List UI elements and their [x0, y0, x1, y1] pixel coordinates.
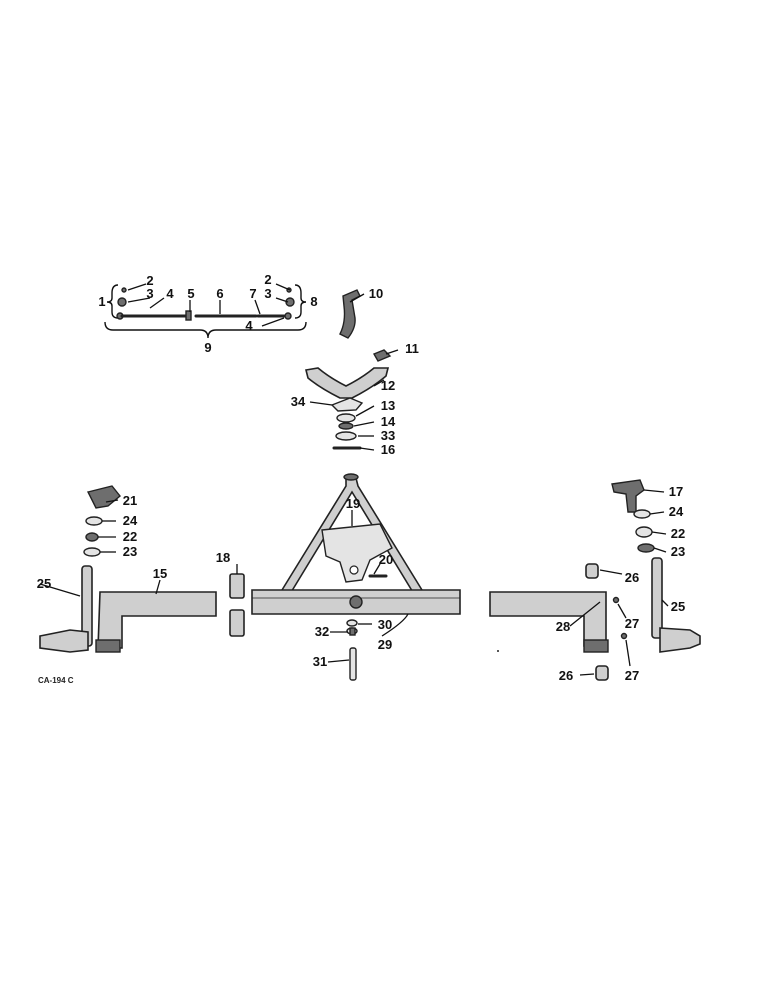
callout-8: 8 [310, 294, 317, 309]
callout-2-left: 2 [146, 273, 153, 288]
callout-22-right: 22 [671, 526, 685, 541]
leader-lines [39, 283, 669, 676]
callout-33: 33 [381, 428, 395, 443]
callout-26-top: 26 [625, 570, 639, 585]
right-spindle-25 [651, 557, 701, 653]
left-spindle-25 [39, 565, 93, 653]
callout-24-right: 24 [669, 504, 684, 519]
bearing-23-right [637, 543, 655, 553]
washer-14 [338, 422, 354, 430]
callout-34: 34 [291, 394, 306, 409]
washer-13 [336, 413, 356, 423]
callout-15: 15 [153, 566, 167, 581]
callout-24-left: 24 [123, 513, 138, 528]
callout-19: 19 [346, 496, 360, 511]
callout-3-left: 3 [146, 286, 153, 301]
center-axle-29 [251, 589, 461, 615]
fitting-27-top [612, 596, 620, 604]
callout-31: 31 [313, 654, 327, 669]
tie-rod-end-left [117, 297, 127, 307]
callout-30: 30 [378, 617, 392, 632]
brace-right [294, 284, 307, 319]
fitting-27-bottom [620, 632, 628, 640]
bushing-18 [229, 573, 245, 637]
callout-6: 6 [216, 286, 223, 301]
bushing-26-bottom [595, 665, 609, 681]
callout-32: 32 [315, 624, 329, 639]
figure-code: CA-194 C [38, 676, 74, 685]
callout-13: 13 [381, 398, 395, 413]
seal-24-right [633, 509, 651, 519]
callout-14: 14 [381, 414, 396, 429]
bearing-23-left [83, 547, 101, 557]
callout-4-left: 4 [166, 286, 174, 301]
callout-12: 12 [381, 378, 395, 393]
callout-25-right: 25 [671, 599, 685, 614]
callout-1: 1 [98, 294, 105, 309]
right-axle-extension-28 [489, 591, 609, 653]
callout-5: 5 [187, 286, 194, 301]
callout-20: 20 [379, 552, 393, 567]
pin-31 [349, 647, 357, 681]
left-axle-extension-15 [95, 591, 217, 653]
bolster-12 [305, 367, 390, 399]
callout-17: 17 [669, 484, 683, 499]
callout-23-right: 23 [671, 544, 685, 559]
callout-25-left: 25 [37, 576, 51, 591]
callout-27-top: 27 [625, 616, 639, 631]
callout-numbers: 1 2 3 4 5 6 7 2 3 4 8 9 10 11 12 34 13 1… [37, 272, 685, 683]
callout-28: 28 [556, 619, 570, 634]
seal-24-left [85, 516, 103, 526]
callout-21: 21 [123, 493, 137, 508]
steering-arm-17 [611, 479, 645, 513]
washer-33 [335, 431, 357, 441]
callout-27-bottom: 27 [625, 668, 639, 683]
callout-26-bottom: 26 [559, 668, 573, 683]
callout-9: 9 [204, 340, 211, 355]
washer-22-right [635, 526, 653, 538]
bracket-19 [321, 523, 393, 583]
callout-23-left: 23 [123, 544, 137, 559]
tie-rod-clamp [185, 310, 192, 321]
callout-22-left: 22 [123, 529, 137, 544]
brace-left [106, 284, 119, 319]
callout-11: 11 [405, 341, 419, 356]
steering-arm-10 [339, 289, 361, 339]
callout-2-right: 2 [264, 272, 271, 287]
callout-7: 7 [249, 286, 256, 301]
pin-32 [349, 627, 356, 636]
callout-16: 16 [381, 442, 395, 457]
washer-22-left [85, 532, 99, 542]
brace-bottom [104, 321, 307, 339]
tie-rod-assembly [104, 284, 307, 339]
nut-left [121, 287, 127, 293]
tie-rod-end-ball-right [284, 312, 292, 320]
callout-18: 18 [216, 550, 230, 565]
callout-3-right: 3 [264, 286, 271, 301]
callout-10: 10 [369, 286, 383, 301]
steering-arm-21 [86, 485, 121, 509]
bearing-34 [330, 397, 364, 412]
callout-4-right: 4 [245, 318, 253, 333]
bushing-26-top [585, 563, 599, 579]
speck [497, 650, 499, 652]
bracket-11 [372, 349, 392, 362]
callout-29: 29 [378, 637, 392, 652]
